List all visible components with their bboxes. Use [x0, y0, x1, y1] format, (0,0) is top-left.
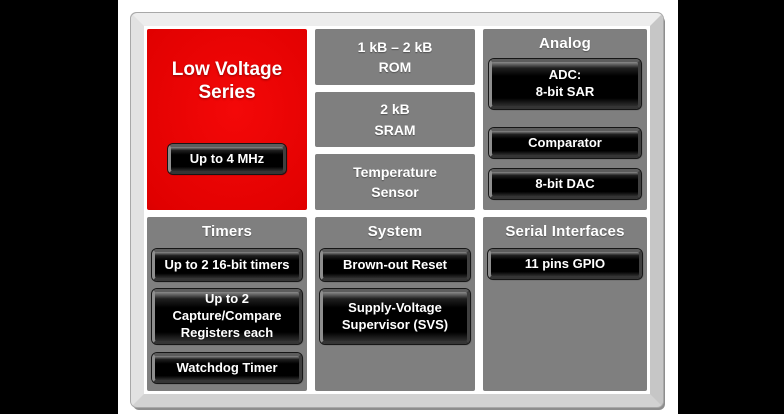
slide-background: Low Voltage Series Up to 4 MHz 1 kB – 2 …: [118, 0, 678, 414]
supply-voltage-supervisor-button: Supply-Voltage Supervisor (SVS): [320, 289, 470, 344]
timers-buttons: Up to 2 16-bit timers Up to 2 Capture/Co…: [147, 249, 307, 383]
memory-column: 1 kB – 2 kB ROM 2 kB SRAM Temperature Se…: [315, 29, 475, 211]
serial-interfaces-section: Serial Interfaces 11 pins GPIO: [483, 217, 647, 391]
brown-out-reset-button: Brown-out Reset: [320, 249, 470, 281]
serial-interfaces-section-title: Serial Interfaces: [505, 223, 625, 240]
system-section: System Brown-out Reset Supply-Voltage Su…: [315, 217, 475, 391]
8bit-dac-button: 8-bit DAC: [489, 169, 641, 199]
block-diagram-grid: Low Voltage Series Up to 4 MHz 1 kB – 2 …: [147, 29, 647, 391]
up-to-4mhz-button: Up to 4 MHz: [168, 144, 286, 174]
watchdog-timer-button: Watchdog Timer: [152, 353, 302, 383]
gpio-pins-button: 11 pins GPIO: [488, 249, 642, 279]
analog-buttons: ADC: 8-bit SAR Comparator 8-bit DAC: [483, 59, 647, 199]
16bit-timers-button: Up to 2 16-bit timers: [152, 249, 302, 281]
timers-section: Timers Up to 2 16-bit timers Up to 2 Cap…: [147, 217, 307, 391]
low-voltage-series-label: Low Voltage Series: [171, 59, 283, 103]
adc-8bit-sar-button: ADC: 8-bit SAR: [489, 59, 641, 109]
system-section-title: System: [367, 223, 423, 240]
serial-buttons: 11 pins GPIO: [483, 249, 647, 279]
analog-section: Analog ADC: 8-bit SAR Comparator 8-bit D…: [483, 29, 647, 210]
analog-section-title: Analog: [538, 35, 592, 52]
timers-section-title: Timers: [201, 223, 253, 240]
capture-compare-registers-button: Up to 2 Capture/Compare Registers each: [152, 289, 302, 344]
low-voltage-series-block: Low Voltage Series Up to 4 MHz: [147, 29, 307, 210]
system-buttons: Brown-out Reset Supply-Voltage Superviso…: [315, 249, 475, 344]
temperature-sensor-box: Temperature Sensor: [315, 154, 475, 211]
diagram-frame: Low Voltage Series Up to 4 MHz 1 kB – 2 …: [131, 13, 663, 407]
sram-box: 2 kB SRAM: [315, 91, 475, 148]
rom-box: 1 kB – 2 kB ROM: [315, 29, 475, 85]
comparator-button: Comparator: [489, 128, 641, 158]
